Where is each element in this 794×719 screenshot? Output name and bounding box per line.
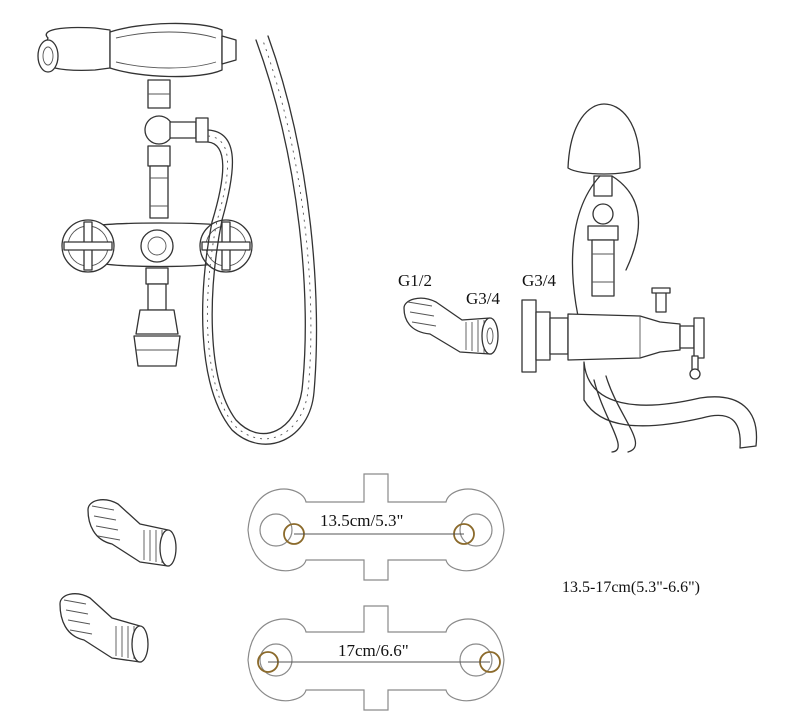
- label-range: 13.5-17cm(5.3"-6.6"): [562, 579, 700, 596]
- hand-shower-head: [37, 22, 237, 78]
- label-g34-adapter: G3/4: [466, 289, 500, 308]
- mixer-body: [61, 219, 253, 273]
- bath-mixer-front-view: [37, 22, 318, 445]
- spare-adapter-upper: [87, 499, 177, 567]
- label-g34-fixture: G3/4: [522, 271, 556, 290]
- cradle-stem: [144, 79, 209, 219]
- bath-mixer-side-view: [521, 103, 758, 453]
- label-width-small: 13.5cm/5.3": [318, 511, 406, 530]
- bath-spout: [133, 267, 181, 367]
- wall-plate-small: [247, 473, 505, 581]
- spare-adapter-lower: [59, 593, 149, 663]
- wall-plate-large: [247, 605, 505, 711]
- shower-hose: [201, 35, 318, 445]
- eccentric-adapter: [403, 297, 499, 355]
- label-g12: G1/2: [398, 271, 432, 290]
- label-width-large: 17cm/6.6": [336, 641, 411, 660]
